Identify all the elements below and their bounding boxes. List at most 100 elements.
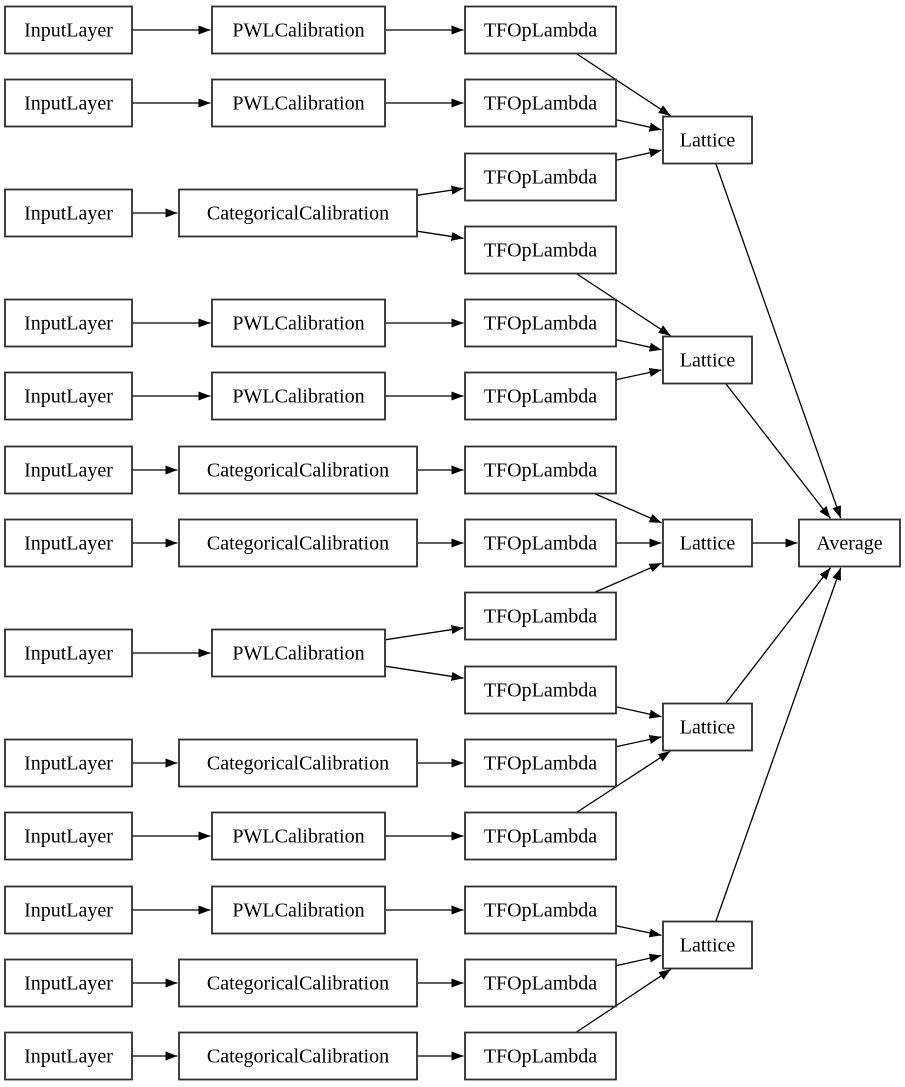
tfop-1-box xyxy=(464,5,617,55)
lattice-1-box xyxy=(662,115,753,165)
input-4-label: InputLayer xyxy=(24,313,113,335)
node-tfop-14: TFOpLambda xyxy=(464,958,617,1008)
catcal-1-label: CategoricalCalibration xyxy=(207,203,389,225)
tfop-10-box xyxy=(464,665,617,715)
node-tfop-7: TFOpLambda xyxy=(464,445,617,495)
tfop-1-label: TFOpLambda xyxy=(484,20,597,42)
node-input-4: InputLayer xyxy=(4,298,133,348)
node-pwl-4: PWLCalibration xyxy=(211,371,386,421)
node-lattice-5: Lattice xyxy=(662,920,753,970)
node-catcal-6: CategoricalCalibration xyxy=(178,1031,418,1081)
node-tfop-9: TFOpLambda xyxy=(464,591,617,641)
tfop-7-label: TFOpLambda xyxy=(484,460,597,482)
tfop-3-box xyxy=(464,152,617,202)
node-lattice-1: Lattice xyxy=(662,115,753,165)
node-catcal-1: CategoricalCalibration xyxy=(178,188,418,238)
input-9-label: InputLayer xyxy=(24,753,113,775)
node-tfop-3: TFOpLambda xyxy=(464,152,617,202)
input-7-box xyxy=(4,518,133,568)
node-input-3: InputLayer xyxy=(4,188,133,238)
tfop-4-label: TFOpLambda xyxy=(484,240,597,262)
node-tfop-8: TFOpLambda xyxy=(464,518,617,568)
tfop-14-label: TFOpLambda xyxy=(484,973,597,995)
catcal-6-box xyxy=(178,1031,418,1081)
input-1-label: InputLayer xyxy=(24,20,113,42)
tfop-13-label: TFOpLambda xyxy=(484,900,597,922)
node-input-9: InputLayer xyxy=(4,738,133,788)
tfop-8-label: TFOpLambda xyxy=(484,533,597,555)
tfop-13-box xyxy=(464,885,617,935)
tfop-6-box xyxy=(464,371,617,421)
node-tfop-11: TFOpLambda xyxy=(464,738,617,788)
tfop-7-box xyxy=(464,445,617,495)
node-input-8: InputLayer xyxy=(4,628,133,678)
node-tfop-10: TFOpLambda xyxy=(464,665,617,715)
input-5-label: InputLayer xyxy=(24,386,113,408)
node-catcal-5: CategoricalCalibration xyxy=(178,958,418,1008)
lattice-3-box xyxy=(662,518,753,568)
input-11-label: InputLayer xyxy=(24,900,113,922)
tfop-12-label: TFOpLambda xyxy=(484,826,597,848)
edge-tfop-4-to-lattice-2 xyxy=(575,272,671,337)
pwl-6-box xyxy=(211,811,386,861)
edge-tfop-11-to-lattice-4 xyxy=(615,735,662,748)
edge-tfop-13-to-lattice-5 xyxy=(615,925,662,938)
node-tfop-1: TFOpLambda xyxy=(464,5,617,55)
node-pwl-1: PWLCalibration xyxy=(211,5,386,55)
node-pwl-2: PWLCalibration xyxy=(211,78,386,128)
catcal-3-box xyxy=(178,518,418,568)
edge-tfop-3-to-lattice-1 xyxy=(615,148,662,161)
input-10-label: InputLayer xyxy=(24,826,113,848)
pwl-7-box xyxy=(211,885,386,935)
input-7-label: InputLayer xyxy=(24,533,113,555)
node-tfop-2: TFOpLambda xyxy=(464,78,617,128)
node-pwl-6: PWLCalibration xyxy=(211,811,386,861)
tfop-4-box xyxy=(464,225,617,275)
node-tfop-5: TFOpLambda xyxy=(464,298,617,348)
edge-tfop-7-to-lattice-3 xyxy=(594,492,662,524)
catcal-5-label: CategoricalCalibration xyxy=(207,973,389,995)
lattice-2-box xyxy=(662,335,753,385)
node-catcal-4: CategoricalCalibration xyxy=(178,738,418,788)
tfop-6-label: TFOpLambda xyxy=(484,386,597,408)
edge-tfop-5-to-lattice-2 xyxy=(615,339,662,352)
catcal-4-label: CategoricalCalibration xyxy=(207,753,389,775)
input-1-box xyxy=(4,5,133,55)
tfop-11-box xyxy=(464,738,617,788)
edge-lattice-1-to-average xyxy=(715,163,842,519)
catcal-6-label: CategoricalCalibration xyxy=(207,1046,389,1068)
input-11-box xyxy=(4,885,133,935)
pwl-4-box xyxy=(211,371,386,421)
pwl-5-label: PWLCalibration xyxy=(232,643,364,665)
catcal-4-box xyxy=(178,738,418,788)
tfop-5-box xyxy=(464,298,617,348)
pwl-4-label: PWLCalibration xyxy=(232,386,364,408)
node-pwl-7: PWLCalibration xyxy=(211,885,386,935)
node-pwl-3: PWLCalibration xyxy=(211,298,386,348)
tfop-10-label: TFOpLambda xyxy=(484,680,597,702)
average-label: Average xyxy=(816,533,882,555)
node-pwl-5: PWLCalibration xyxy=(211,628,386,678)
node-lattice-4: Lattice xyxy=(662,702,753,752)
input-6-label: InputLayer xyxy=(24,460,113,482)
catcal-2-box xyxy=(178,445,418,495)
node-tfop-13: TFOpLambda xyxy=(464,885,617,935)
node-catcal-3: CategoricalCalibration xyxy=(178,518,418,568)
tfop-8-box xyxy=(464,518,617,568)
node-input-13: InputLayer xyxy=(4,1031,133,1081)
tfop-15-box xyxy=(464,1031,617,1081)
pwl-7-label: PWLCalibration xyxy=(232,900,364,922)
average-box xyxy=(798,518,901,568)
edge-tfop-2-to-lattice-1 xyxy=(615,119,662,132)
edge-pwl-5-to-tfop-10 xyxy=(384,665,464,681)
catcal-3-label: CategoricalCalibration xyxy=(207,533,389,555)
pwl-2-box xyxy=(211,78,386,128)
input-13-label: InputLayer xyxy=(24,1046,113,1068)
edge-tfop-6-to-lattice-2 xyxy=(615,368,662,381)
pwl-5-box xyxy=(211,628,386,678)
edge-lattice-5-to-average xyxy=(715,567,842,922)
node-input-1: InputLayer xyxy=(4,5,133,55)
tfop-9-label: TFOpLambda xyxy=(484,606,597,628)
input-10-box xyxy=(4,811,133,861)
